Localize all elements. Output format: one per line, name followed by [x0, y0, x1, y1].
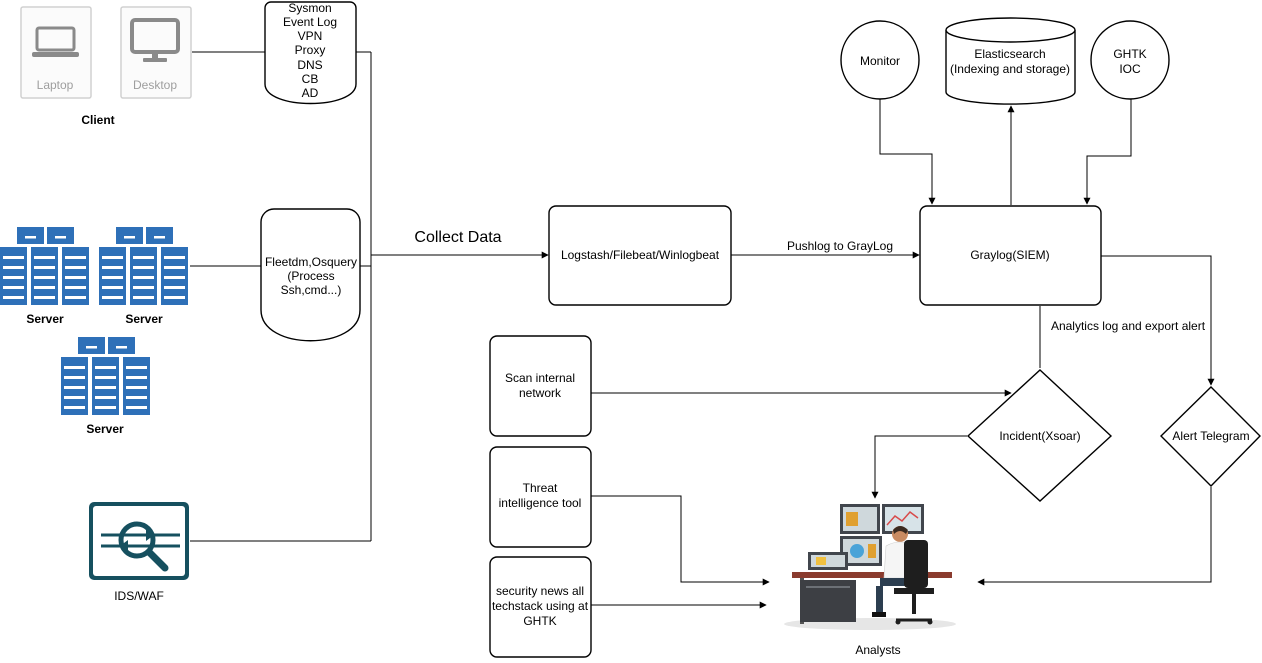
desktop-label: Desktop	[133, 78, 177, 92]
log-source-item: AD	[302, 86, 319, 100]
desktop-monitor-icon	[130, 18, 180, 62]
log-source-item: VPN	[298, 29, 323, 43]
desktop-node: Desktop	[120, 6, 192, 99]
server-icon	[0, 227, 89, 305]
ids-waf-label: IDS/WAF	[114, 589, 164, 603]
monitor-node: Monitor	[840, 20, 920, 100]
edge-siem-alert	[1101, 255, 1215, 386]
incident-label: Incident(Xsoar)	[999, 429, 1080, 443]
ioc-label-line: IOC	[1119, 62, 1141, 76]
threat-label-line: Threat	[523, 481, 558, 495]
incident-node: Incident(Xsoar)	[966, 369, 1113, 502]
agent-text-line: Fleetdm,Osquery	[265, 255, 357, 269]
news-label-line: GHTK	[523, 614, 556, 628]
log-source-item: Proxy	[295, 43, 326, 57]
collect-data-label: Collect Data	[414, 229, 501, 246]
pushlog-label: Pushlog to GrayLog	[787, 239, 893, 253]
ioc-label-line: GHTK	[1113, 47, 1146, 61]
agent-text-line: (Process	[287, 269, 334, 283]
log-sources-node: Sysmon Event Log VPN Proxy DNS CB AD	[264, 1, 357, 105]
scan-network-node: Scan internal network	[489, 335, 592, 437]
log-source-item: Event Log	[283, 15, 337, 29]
threat-label-line: intelligence tool	[499, 496, 582, 510]
server-label: Server	[125, 312, 163, 326]
ioc-node: GHTK IOC	[1090, 20, 1170, 100]
server-icon	[61, 337, 150, 415]
server-node-1: Server	[0, 227, 89, 326]
ids-waf-node: IDS/WAF	[89, 502, 189, 603]
scan-label-line: Scan internal	[505, 371, 575, 385]
analysts-label: Analysts	[855, 643, 900, 657]
log-source-item: CB	[302, 72, 319, 86]
laptop-label: Laptop	[37, 78, 74, 92]
log-shipper-node: Logstash/Filebeat/Winlogbeat	[548, 205, 732, 306]
edge-ioc-siem	[1083, 98, 1132, 205]
laptop-icon	[32, 26, 79, 57]
client-group-label: Client	[81, 113, 114, 127]
network-inspection-icon	[101, 521, 180, 572]
server-label: Server	[86, 422, 124, 436]
edge-incident-analysts	[871, 435, 967, 499]
alert-label: Alert Telegram	[1172, 429, 1249, 443]
log-source-item: Sysmon	[288, 1, 331, 15]
server-icon	[99, 227, 188, 305]
analysts-node: Analysts	[784, 504, 956, 657]
analytics-label: Analytics log and export alert	[1051, 319, 1206, 333]
storage-label-line: Elasticsearch	[974, 47, 1045, 61]
connectors	[190, 51, 1215, 609]
analyst-workstation-icon	[784, 504, 956, 630]
edge-threat-analysts	[591, 495, 770, 586]
storage-label-line: (Indexing and storage)	[950, 62, 1070, 76]
server-node-3: Server	[61, 337, 150, 436]
agent-text-line: Ssh,cmd...)	[281, 283, 342, 297]
log-source-item: DNS	[297, 58, 322, 72]
monitor-label: Monitor	[860, 54, 900, 68]
server-label: Server	[26, 312, 64, 326]
scan-label-line: network	[519, 386, 562, 400]
shipper-label: Logstash/Filebeat/Winlogbeat	[561, 248, 720, 262]
news-label-line: techstack using at	[492, 599, 589, 613]
storage-database-node: Elasticsearch (Indexing and storage)	[945, 17, 1076, 105]
threat-intel-node: Threat intelligence tool	[489, 446, 592, 548]
server-node-2: Server	[99, 227, 188, 326]
security-news-node: security news all techstack using at GHT…	[489, 556, 592, 658]
alert-node: Alert Telegram	[1160, 386, 1261, 487]
endpoint-agent-node: Fleetdm,Osquery (Process Ssh,cmd...)	[260, 208, 361, 342]
siem-node: Graylog(SIEM)	[919, 205, 1102, 306]
siem-label: Graylog(SIEM)	[970, 248, 1049, 262]
laptop-node: Laptop	[20, 6, 92, 99]
edge-alert-analysts	[977, 487, 1212, 586]
news-label-line: security news all	[496, 584, 584, 598]
edge-monitor-siem	[879, 95, 936, 205]
